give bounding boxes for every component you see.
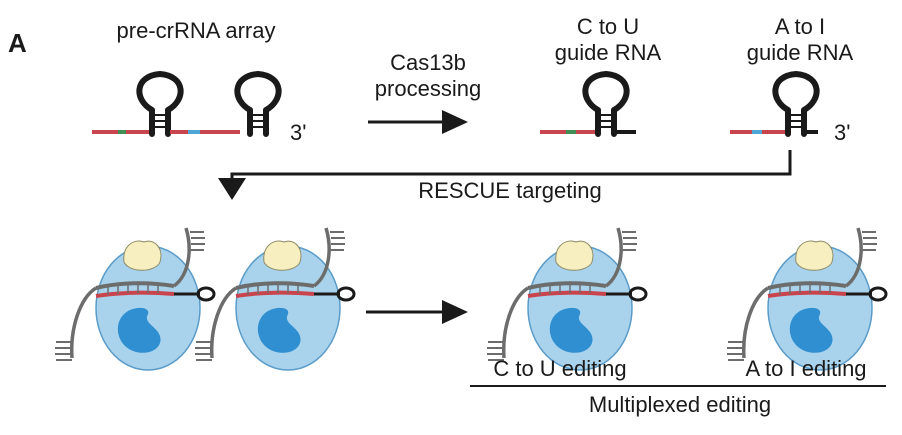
three-prime-array: 3' <box>290 120 306 145</box>
a-to-i-editing-label: A to I editing <box>745 356 866 381</box>
cas13b-label-line1: Cas13b <box>390 50 466 75</box>
c-to-u-editing-label: C to U editing <box>493 356 626 381</box>
cas13b-label-line2: processing <box>375 76 481 101</box>
three-prime-guide: 3' <box>834 120 850 145</box>
processing-arrow <box>368 110 468 134</box>
editing-arrow <box>366 300 468 324</box>
pre-crrna-array-label: pre-crRNA array <box>117 18 276 43</box>
rescue-targeting-arrow <box>218 150 792 200</box>
a-to-i-guide-rna: 3' <box>730 74 850 145</box>
multiplexed-editing-label: Multiplexed editing <box>589 392 771 417</box>
panel-label: A <box>8 28 27 58</box>
pre-crrna-array: 3' <box>92 74 306 145</box>
hairpin-2-icon <box>237 74 278 134</box>
a-to-i-guide-label-line1: A to I <box>775 14 825 39</box>
a-to-i-hairpin-icon <box>775 74 816 134</box>
a-to-i-guide-label-line2: guide RNA <box>747 40 854 65</box>
cas13b-complex-2-icon <box>193 226 356 372</box>
cas13b-complex-1-icon <box>53 226 216 372</box>
c-to-u-guide-label-line2: guide RNA <box>555 40 662 65</box>
c-to-u-hairpin-icon <box>585 74 626 134</box>
cas13b-complex-4-icon <box>725 226 888 372</box>
cas13b-complex-3-icon <box>485 226 648 372</box>
c-to-u-guide-rna <box>540 74 636 134</box>
hairpin-1-icon <box>139 74 180 134</box>
rescue-targeting-label: RESCUE targeting <box>418 178 601 203</box>
c-to-u-guide-label-line1: C to U <box>577 14 639 39</box>
